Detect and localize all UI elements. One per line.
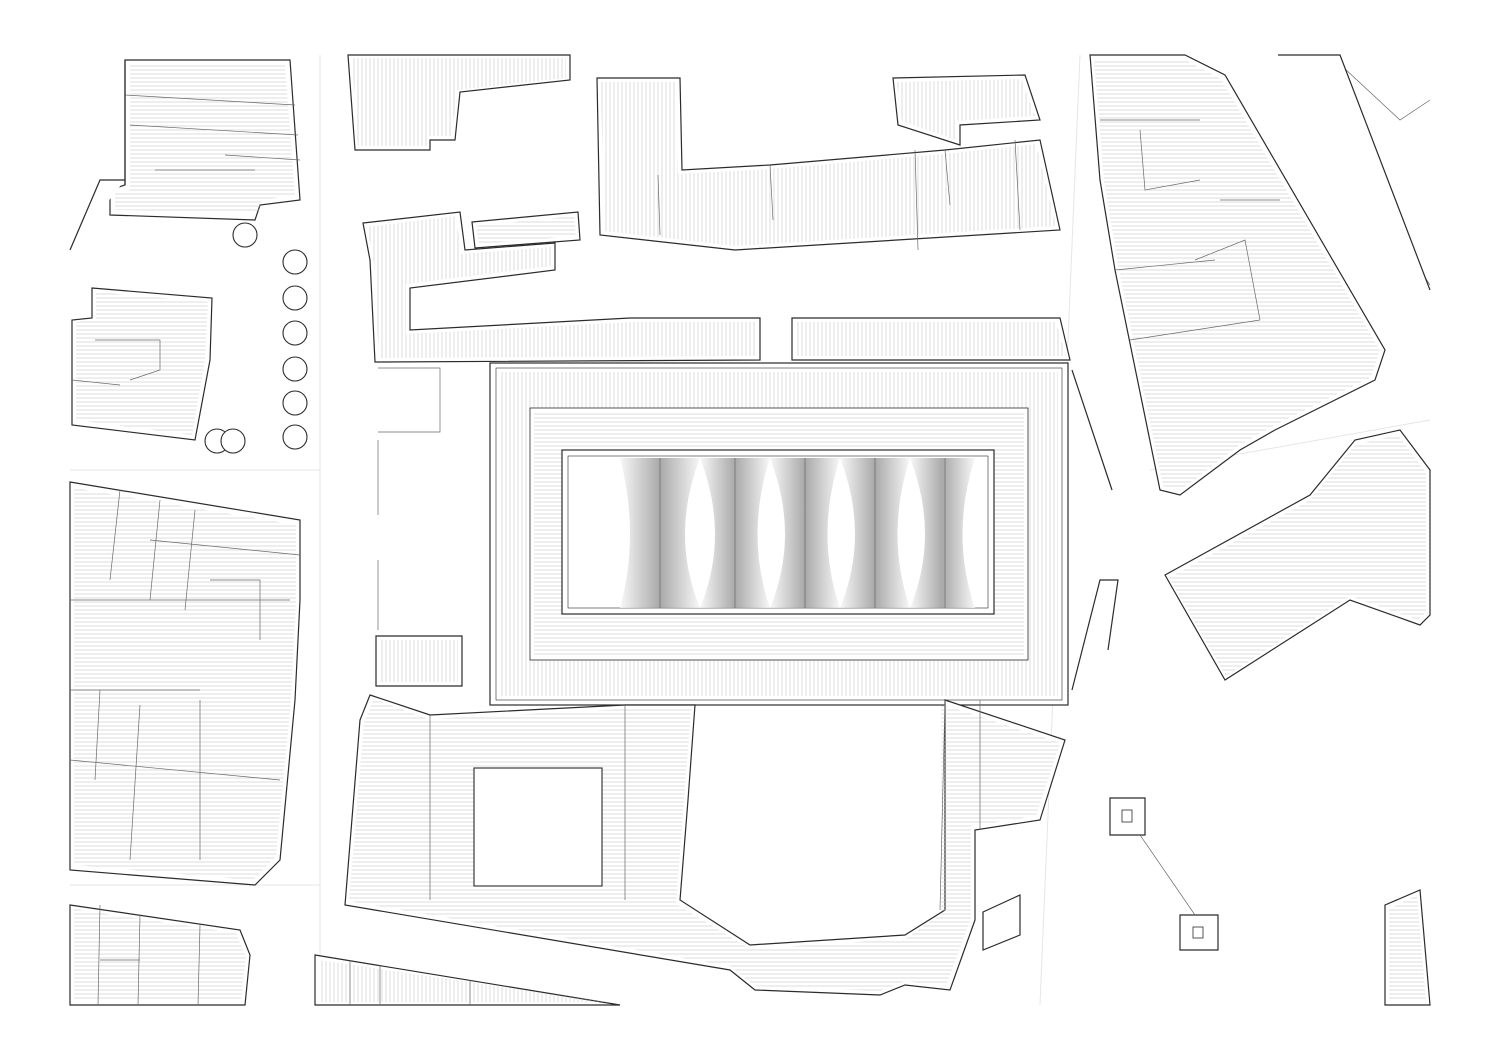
main-building — [489, 362, 1069, 706]
tree-icon — [282, 356, 308, 382]
block-south — [344, 694, 1066, 996]
west-annex — [375, 367, 1119, 691]
tree-icon — [282, 424, 308, 450]
block-north — [347, 54, 1071, 363]
tree-icon — [282, 249, 308, 275]
block-south-strip — [314, 954, 621, 1006]
block-east — [1089, 54, 1431, 681]
tree-row — [204, 222, 308, 454]
tree-icon — [282, 285, 308, 311]
tree-icon — [282, 320, 308, 346]
canopy-roof — [620, 458, 975, 608]
block-northwest — [69, 59, 301, 441]
tree-icon — [282, 390, 308, 416]
block-west — [69, 481, 301, 1006]
southeast-pavilions — [1109, 797, 1431, 1006]
tree-icon — [220, 428, 246, 454]
tree-icon — [232, 222, 258, 248]
